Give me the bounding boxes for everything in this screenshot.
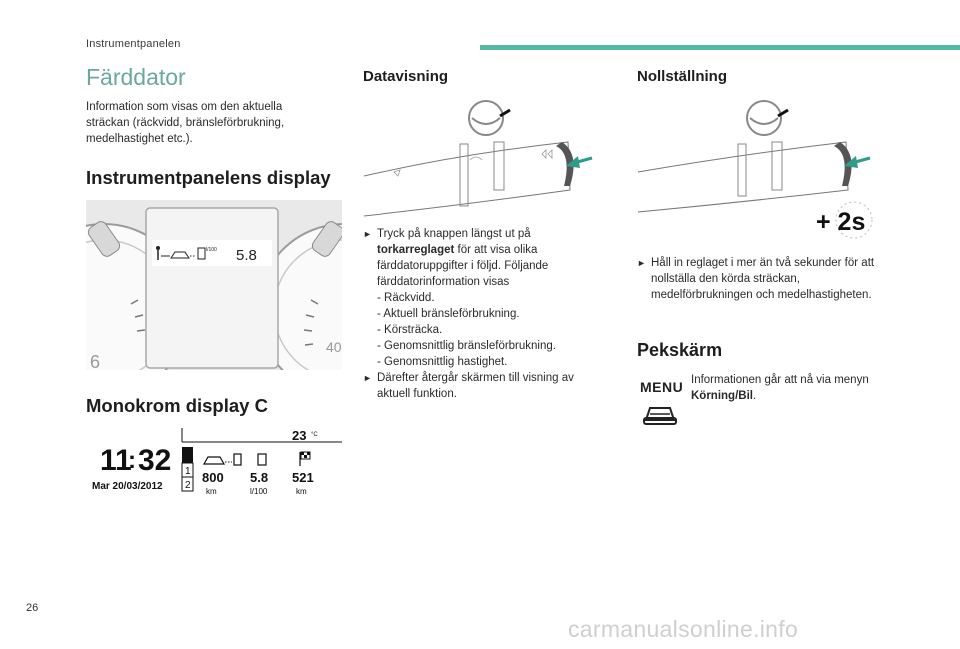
fuel-trip-icon (156, 246, 206, 260)
consumption-icon (257, 453, 267, 466)
nollstallning-text: ►Håll in reglaget i mer än två sekunder … (637, 255, 897, 303)
temperature-unit: °C (311, 432, 318, 438)
consumption-value: 5.8 (250, 470, 268, 485)
cluster-unit: l/100 (206, 247, 217, 253)
gauge-right-label: 40 (326, 339, 342, 355)
info-list: - Räckvidd. - Aktuell bränsleförbrukning.… (363, 290, 595, 370)
mono-heading: Monokrom display C (86, 395, 268, 416)
wiper-stalk-illustration (363, 100, 593, 217)
nollstallning-heading: Nollställning (637, 68, 727, 85)
time-hours: 11 (100, 444, 132, 477)
datavisning-step-2: ►Därefter återgår skärmen till visning a… (363, 372, 574, 400)
push-arrow-icon (566, 156, 593, 168)
hold-2s-badge: + 2s (816, 208, 865, 236)
trip-slot-2: 2 (185, 480, 191, 491)
range-value: 800 (202, 470, 224, 485)
display-heading: Instrumentpanelens display (86, 167, 331, 188)
running-head: Instrumentpanelen (86, 38, 181, 50)
checkered-flag-icon (299, 451, 311, 466)
trip-slot-1: 1 (185, 466, 191, 477)
watermark: carmanualsonline.info (568, 616, 799, 642)
header-rule (480, 45, 960, 50)
temperature: 23 (292, 428, 306, 443)
page-title: Färddator (86, 64, 186, 90)
page-number: 26 (26, 602, 39, 614)
info-list-item: - Körsträcka. (377, 324, 443, 336)
reset-step: ►Håll in reglaget i mer än två sekunder … (637, 257, 875, 301)
fuel-pump-icon (233, 453, 242, 466)
pekskarm-text: Informationen går att nå via menyn Körni… (691, 374, 869, 402)
date-text: Mar 20/03/2012 (92, 481, 163, 492)
range-car-icon (202, 456, 232, 465)
info-list-item: - Genomsnittlig hastighet. (377, 356, 508, 368)
steering-wheel-icon (468, 100, 511, 136)
datavisning-text: ►Tryck på knappen längst ut på torkarreg… (363, 226, 595, 402)
intro-text: Information som visas om den aktuella st… (86, 101, 285, 145)
time-minutes: 32 (138, 444, 171, 477)
push-arrow-icon (844, 156, 871, 168)
mono-display-illustration: 11 : 32 Mar 20/03/2012 23 °C 1 2 800 km … (92, 428, 342, 496)
reset-stalk-illustration: + 2s (637, 100, 873, 239)
pekskarm-heading: Pekskärm (637, 340, 723, 360)
steering-wheel-icon (746, 100, 789, 136)
cluster-illustration: 6 40 l/100 5.8 (86, 200, 342, 370)
distance-unit: km (296, 487, 307, 496)
datavisning-heading: Datavisning (363, 68, 449, 85)
gauge-left-label: 6 (90, 352, 100, 370)
stalk-term: torkarreglaget (377, 244, 455, 256)
info-list-item: - Aktuell bränsleförbrukning. (377, 308, 520, 320)
info-list-item: - Genomsnittlig bränsleförbrukning. (377, 340, 556, 352)
distance-value: 521 (292, 470, 314, 485)
trip-car-icon (182, 447, 193, 463)
menu-button-label: MENU (640, 379, 684, 395)
menu-path: Körning/Bil (691, 390, 753, 402)
range-unit: km (206, 487, 217, 496)
info-list-item: - Räckvidd. (377, 292, 435, 304)
datavisning-step-1: ►Tryck på knappen längst ut på torkarreg… (363, 228, 549, 288)
cluster-value: 5.8 (236, 247, 257, 264)
consumption-unit: l/100 (250, 487, 268, 496)
svg-text::: : (128, 447, 136, 474)
car-menu-icon (643, 407, 677, 425)
